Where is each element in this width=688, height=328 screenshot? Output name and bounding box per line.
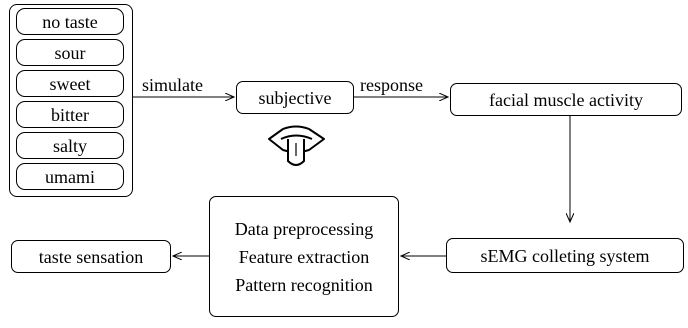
taste-bitter: bitter [16, 101, 124, 128]
subjective-node: subjective [236, 81, 354, 114]
taste-umami: umami [16, 163, 124, 190]
taste-sensation-node: taste sensation [11, 240, 171, 273]
mouth-tongue-icon [268, 125, 325, 166]
taste-salty: salty [16, 132, 124, 159]
processing-line-2: Feature extraction [238, 246, 370, 267]
semg-node: sEMG colleting system [446, 238, 684, 273]
processing-line-1: Data preprocessing [234, 218, 374, 239]
facial-muscle-node: facial muscle activity [450, 83, 682, 116]
processing-node: Data preprocessing Feature extraction Pa… [209, 196, 399, 317]
taste-sweet: sweet [16, 70, 124, 97]
taste-sour: sour [16, 39, 124, 66]
processing-line-3: Pattern recognition [235, 274, 373, 295]
taste-no-taste: no taste [16, 8, 124, 35]
edge-label-response: response [360, 75, 423, 95]
edge-label-simulate: simulate [142, 75, 203, 95]
